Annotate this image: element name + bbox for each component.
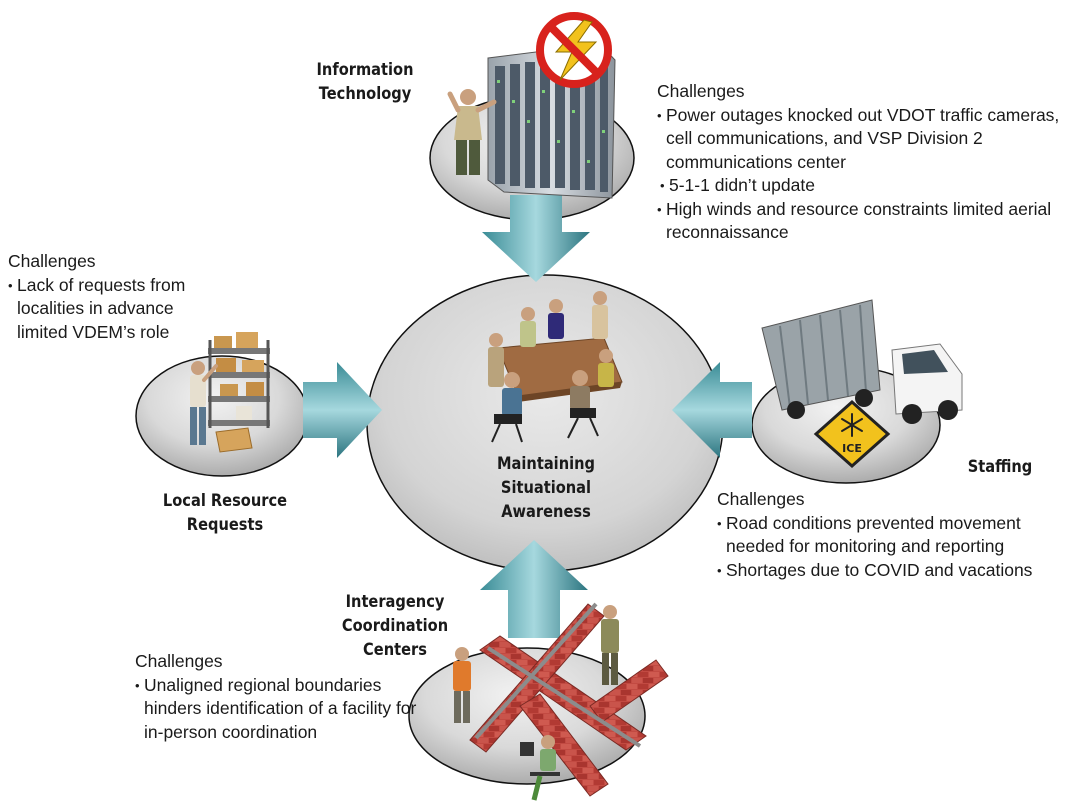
- center-title-line1: Maintaining: [496, 454, 595, 474]
- staffing-challenges-block: Challenges •Road conditions prevented mo…: [717, 488, 1077, 582]
- arrow-down-from-it: [482, 195, 590, 282]
- bullet-glyph: •: [717, 515, 722, 531]
- staffing-challenges-list: •Road conditions prevented movement need…: [717, 512, 1077, 583]
- local-resource-title: Local Resource Requests: [152, 489, 298, 537]
- center-title: Maintaining Situational Awareness: [485, 452, 607, 524]
- staffing-title: Staffing: [957, 455, 1043, 479]
- it-challenges-heading: Challenges: [657, 81, 745, 101]
- local-resource-title-line2: Requests: [186, 515, 264, 535]
- staffing-title-text: Staffing: [967, 457, 1033, 477]
- warehouse-shelf-illustration: [208, 332, 270, 453]
- list-item: •Road conditions prevented movement need…: [717, 512, 1077, 559]
- local-challenges-block: Challenges •Lack of requests from locali…: [8, 250, 223, 344]
- ice-warning-sign: ICE: [813, 399, 891, 469]
- warehouse-worker-figure: [190, 361, 218, 445]
- server-rack-illustration: [487, 43, 616, 199]
- ice-sign-text: ICE: [842, 442, 862, 455]
- local-challenge-1: Lack of requests from localities in adva…: [17, 274, 186, 342]
- bullet-glyph: •: [135, 677, 140, 693]
- staffing-challenge-1: Road conditions prevented movement neede…: [726, 512, 1021, 557]
- interagency-title-line2: Coordination: [341, 616, 449, 636]
- bullet-glyph: •: [8, 277, 13, 293]
- interagency-challenge-1: Unaligned regional boundaries hinders id…: [144, 674, 417, 742]
- no-power-sign: [536, 12, 612, 88]
- brick-wall-barrier: [469, 602, 669, 797]
- information-technology-title-line2: Technology: [318, 84, 412, 104]
- list-item: •High winds and resource constraints lim…: [657, 198, 1067, 245]
- list-item: • 5-1-1 didn’t update: [660, 174, 1067, 198]
- it-challenge-2: 5-1-1 didn’t update: [669, 175, 815, 195]
- interagency-title-line1: Interagency: [345, 592, 445, 612]
- it-challenge-1: Power outages knocked out VDOT traffic c…: [666, 104, 1060, 172]
- interagency-challenges-block: Challenges •Unaligned regional boundarie…: [135, 650, 435, 744]
- it-challenges-block: Challenges •Power outages knocked out VD…: [657, 80, 1067, 245]
- list-item: •Power outages knocked out VDOT traffic …: [657, 104, 1067, 175]
- jackknifed-truck-illustration: [761, 299, 963, 424]
- information-technology-title-line1: Information: [316, 60, 414, 80]
- interagency-challenges-list: •Unaligned regional boundaries hinders i…: [135, 674, 435, 745]
- list-item: •Lack of requests from localities in adv…: [8, 274, 223, 345]
- local-challenges-heading: Challenges: [8, 251, 96, 271]
- center-disc: [366, 274, 724, 572]
- interagency-title-line3: Centers: [363, 640, 427, 660]
- list-item: •Shortages due to COVID and vacations: [717, 559, 1077, 583]
- interagency-people-figures: [453, 605, 619, 801]
- bullet-glyph: •: [657, 201, 662, 217]
- bullet-glyph: •: [657, 107, 662, 123]
- arrow-up-from-interagency: [480, 540, 588, 638]
- it-challenge-3: High winds and resource constraints limi…: [666, 198, 1052, 243]
- center-title-line3: Awareness: [501, 502, 591, 522]
- list-item: •Unaligned regional boundaries hinders i…: [135, 674, 435, 745]
- interagency-title: Interagency Coordination Centers: [335, 590, 455, 662]
- bullet-glyph: •: [660, 178, 665, 193]
- arrow-left-from-staffing: [672, 362, 752, 458]
- local-challenges-list: •Lack of requests from localities in adv…: [8, 274, 223, 345]
- staffing-challenge-2: Shortages due to COVID and vacations: [726, 559, 1033, 580]
- arrow-right-from-local: [303, 362, 382, 458]
- center-title-line2: Situational: [500, 478, 592, 498]
- bullet-glyph: •: [717, 562, 722, 578]
- meeting-table-illustration: [488, 291, 623, 443]
- information-technology-title: Information Technology: [309, 58, 421, 106]
- interagency-challenges-heading: Challenges: [135, 651, 223, 671]
- it-challenges-list: •Power outages knocked out VDOT traffic …: [657, 104, 1067, 245]
- local-resource-title-line1: Local Resource: [162, 491, 288, 511]
- staffing-challenges-heading: Challenges: [717, 489, 805, 509]
- it-worker-figure: [447, 89, 497, 175]
